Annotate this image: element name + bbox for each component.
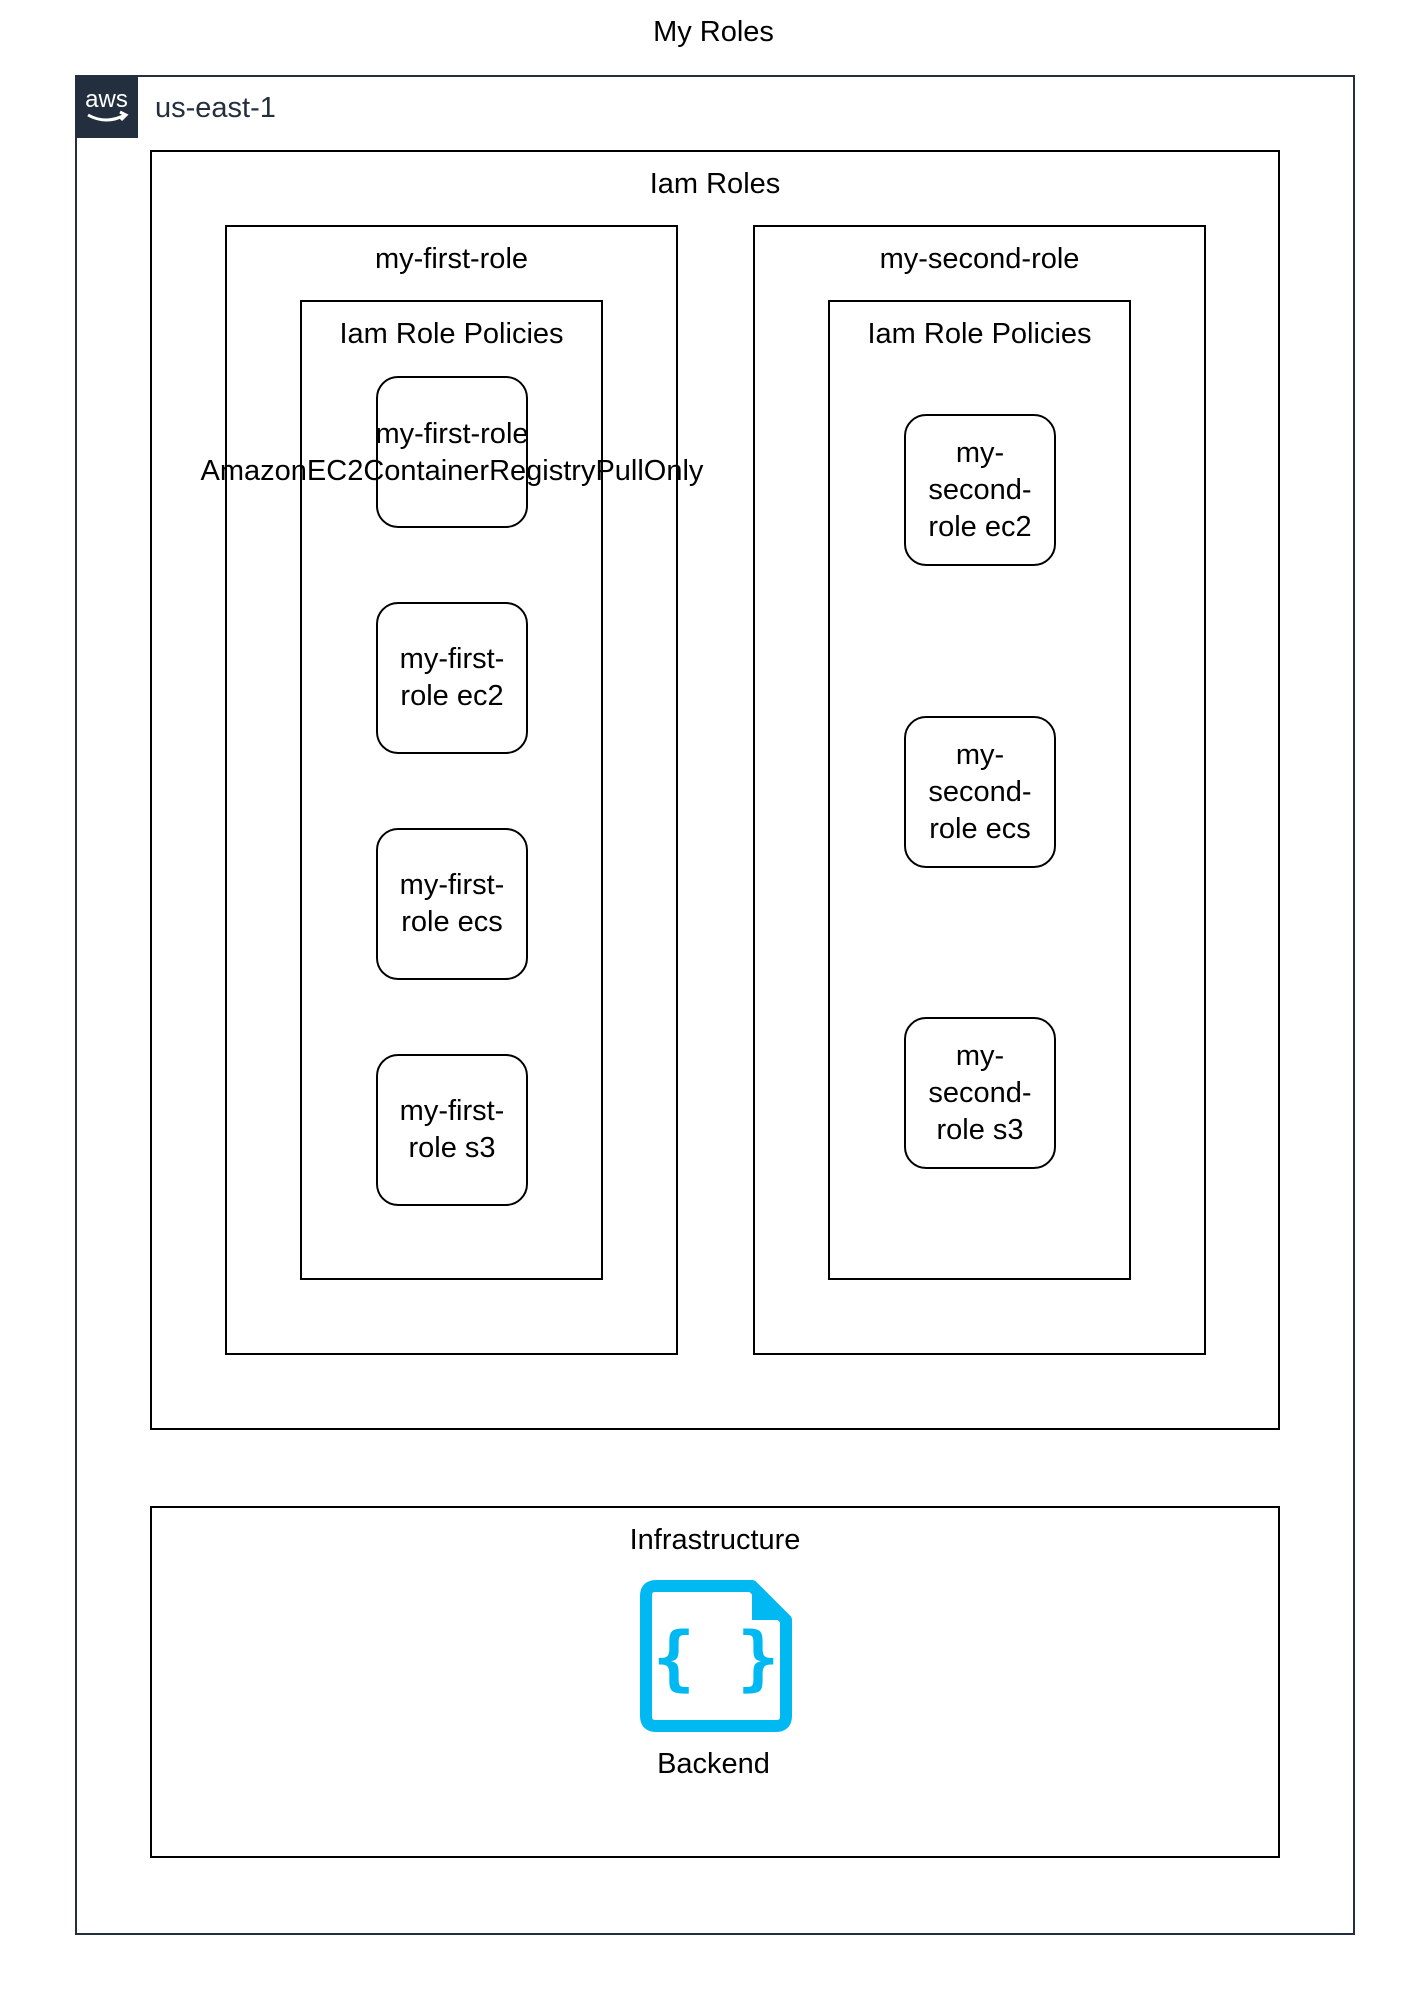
policy-node-my-second-role-ec2[interactable]: my- second- role ec2 (904, 414, 1056, 566)
policy-label-line-3: role ec2 (928, 510, 1032, 543)
policy-node-my-second-role-s3[interactable]: my- second- role s3 (904, 1017, 1056, 1169)
infrastructure-group: Infrastructure (150, 1506, 1280, 1858)
role-policies-group: Iam Role Policies (300, 300, 603, 1280)
aws-logo-svg: aws (85, 86, 129, 122)
policy-label: my-first- role ecs (400, 867, 505, 941)
svg-text:{ }: { } (653, 1617, 779, 1699)
role-group-my-second-role: my-second-role (753, 225, 1206, 1355)
policy-label-line-2: second- (928, 473, 1032, 506)
role-policies-label: Iam Role Policies (339, 318, 564, 350)
policy-node-my-first-role-ecs[interactable]: my-first- role ecs (376, 828, 528, 980)
policy-label-line-1: my-first- (399, 1095, 505, 1127)
infrastructure-label: Infrastructure (629, 1524, 801, 1556)
policy-label: my-first- role ec2 (400, 641, 505, 715)
policy-label: my-first- role s3 (400, 1093, 505, 1167)
policy-label-line-1: my- (955, 738, 1005, 771)
policy-node-my-first-role-ec2[interactable]: my-first- role ec2 (376, 602, 528, 754)
policy-label-line-1: my-first- (399, 869, 505, 901)
region-label: us-east-1 (155, 92, 276, 124)
role-policies-group: Iam Role Policies (828, 300, 1131, 1280)
policy-label-line-3: role s3 (936, 1113, 1024, 1146)
role-group-my-first-role: my-first-role (225, 225, 678, 1355)
policy-label-line-2: second- (928, 775, 1032, 808)
policy-label-line-2: AmazonEC2ContainerRegistryPullOnly (200, 455, 704, 487)
iam-roles-label: Iam Roles (649, 168, 781, 200)
policy-label: my- second- role s3 (928, 1038, 1031, 1149)
region-container (75, 75, 1355, 1935)
policy-label-line-1: my- (955, 1039, 1005, 1072)
role-policies-label: Iam Role Policies (867, 318, 1092, 350)
policy-label-line-2: role s3 (408, 1132, 496, 1164)
policy-label: my- second- role ecs (928, 737, 1031, 848)
backend-node[interactable]: { } (640, 1580, 792, 1732)
policy-label-line-2: role ecs (401, 906, 503, 938)
policy-label-line-3: role ecs (929, 812, 1031, 845)
iam-roles-group: Iam Roles (150, 150, 1280, 1430)
policy-label: my- second- role ec2 (928, 435, 1031, 546)
backend-label: Backend (657, 1748, 770, 1780)
role-label: my-second-role (879, 243, 1080, 275)
policy-node-my-second-role-ecs[interactable]: my- second- role ecs (904, 716, 1056, 868)
json-file-icon: { } (640, 1580, 792, 1732)
policy-label-line-1: my-first-role (375, 418, 529, 450)
policy-label-line-1: my- (955, 436, 1005, 469)
policy-node-amazon-ec2-container-registry-pull-only[interactable] (376, 376, 528, 528)
aws-logo-icon: aws (75, 75, 138, 138)
policy-label-line-2: second- (928, 1076, 1032, 1109)
aws-logo-text: aws (85, 86, 128, 113)
policy-label-line-2: role ec2 (400, 680, 504, 712)
diagram-title: My Roles (653, 16, 774, 48)
policy-label-line-1: my-first- (399, 643, 505, 675)
policy-node-my-first-role-s3[interactable]: my-first- role s3 (376, 1054, 528, 1206)
role-label: my-first-role (374, 243, 529, 275)
